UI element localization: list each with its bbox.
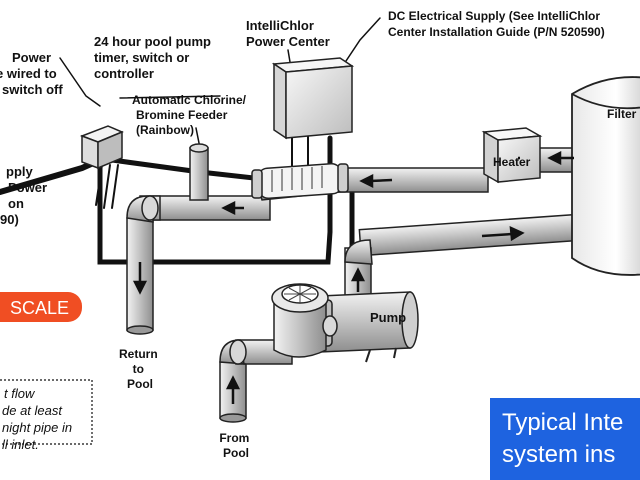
power-center-line-2: Power Center [246, 34, 330, 49]
flow-note: t flow de at least night pipe in ll inle… [0, 379, 93, 452]
scale-badge-text: SCALE [10, 298, 69, 318]
arrow-left-mid [221, 200, 244, 216]
arrow-left-heater [547, 150, 574, 166]
power-left-label: Power e wired to switch off [0, 50, 63, 97]
from-pool-label: From Pool [219, 431, 252, 460]
caption-box: Typical Inte system ins [490, 398, 640, 480]
from-pool-line-2: Pool [223, 446, 249, 460]
note-line-1: t flow [4, 386, 36, 401]
return-line-3: Pool [127, 377, 153, 391]
supply-left-line-1: pply [6, 164, 33, 179]
scale-badge-bg [0, 292, 82, 322]
supply-left-line-3: on [8, 196, 24, 211]
svg-text:t flow de at least: t flow de at least night pipe in ll inle… [2, 386, 76, 452]
salt-cell [251, 163, 349, 199]
dc-supply-line-1: DC Electrical Supply (See IntelliChlor [388, 9, 600, 23]
arrow-up-pump-riser [350, 267, 366, 292]
feeder-line-2: Bromine Feeder [136, 108, 228, 122]
power-left-line-3: switch off [2, 82, 63, 97]
strainer-pot [273, 299, 327, 358]
return-elbow-cap [141, 195, 159, 221]
arrow-up-from-pool [225, 375, 241, 404]
return-line-1: Return [119, 347, 158, 361]
dc-supply-label: DC Electrical Supply (See IntelliChlor C… [388, 9, 605, 39]
pump-label: Pump [370, 310, 406, 325]
pump-outlet-fitting [322, 315, 338, 337]
suction-elbow-cap [229, 339, 247, 365]
feeder-line-1: Automatic Chlorine/ [132, 93, 247, 107]
note-line-4: ll inlet. [2, 437, 39, 452]
timer-line-2: timer, switch or [94, 50, 189, 65]
feeder-label: Automatic Chlorine/ Bromine Feeder (Rain… [132, 93, 249, 137]
timer-line-3: controller [94, 66, 154, 81]
pump-riser-elbow [344, 239, 373, 265]
top-pipe-right [329, 167, 489, 193]
from-pool-line-1: From [219, 431, 249, 445]
timer-wire [119, 95, 221, 99]
pump [271, 283, 419, 363]
filter-tank [571, 76, 640, 276]
caption-bg [490, 398, 640, 480]
power-center-label: IntelliChlor Power Center [246, 18, 330, 49]
return-to-pool-label: Return to Pool [119, 347, 161, 391]
dc-supply-line-2: Center Installation Guide (P/N 520590) [388, 25, 605, 39]
timer-label: 24 hour pool pump timer, switch or contr… [94, 34, 215, 81]
filter-label: Filter [607, 107, 637, 121]
pump-legs [365, 347, 397, 363]
note-line-2: de at least [2, 403, 63, 418]
chlorine-feeder [189, 143, 209, 201]
power-center-box [271, 57, 355, 140]
supply-left-label: pply Power on 90) [0, 164, 51, 227]
controller-down-wire [97, 135, 333, 265]
return-line-2: to [133, 362, 144, 376]
dc-supply-wire [339, 17, 381, 71]
scale-badge: SCALE [0, 292, 82, 322]
power-center-line-1: IntelliChlor [246, 18, 314, 33]
labels: Power e wired to switch off 24 hour pool… [0, 9, 637, 460]
arrow-down-return [132, 262, 148, 295]
arrow-left-top [359, 173, 393, 189]
supply-left-line-4: 90) [0, 212, 19, 227]
power-left-line-1: Power [12, 50, 51, 65]
power-left-line-2: e wired to [0, 66, 57, 81]
pump-to-filter-pipe [358, 213, 582, 257]
from-pool-pipe-end [219, 413, 247, 423]
return-pipe-end [126, 325, 154, 335]
note-line-3: night pipe in [2, 420, 72, 435]
timer-wire-top [59, 57, 101, 107]
caption-line-1: Typical Inte [502, 409, 623, 436]
heater-label: Heater [493, 155, 531, 169]
timer-line-1: 24 hour pool pump [94, 34, 211, 49]
flow-arrows [132, 150, 574, 404]
feeder-line-3: (Rainbow) [136, 123, 194, 137]
power-center-leader [287, 49, 291, 63]
caption-line-2: system ins [502, 441, 615, 468]
timer-box [79, 125, 124, 170]
supply-left-line-2: Power [8, 180, 47, 195]
svg-text:Typical Inte system ins: Typical Inte system ins [502, 409, 630, 468]
arrow-right-bottom [481, 225, 525, 242]
